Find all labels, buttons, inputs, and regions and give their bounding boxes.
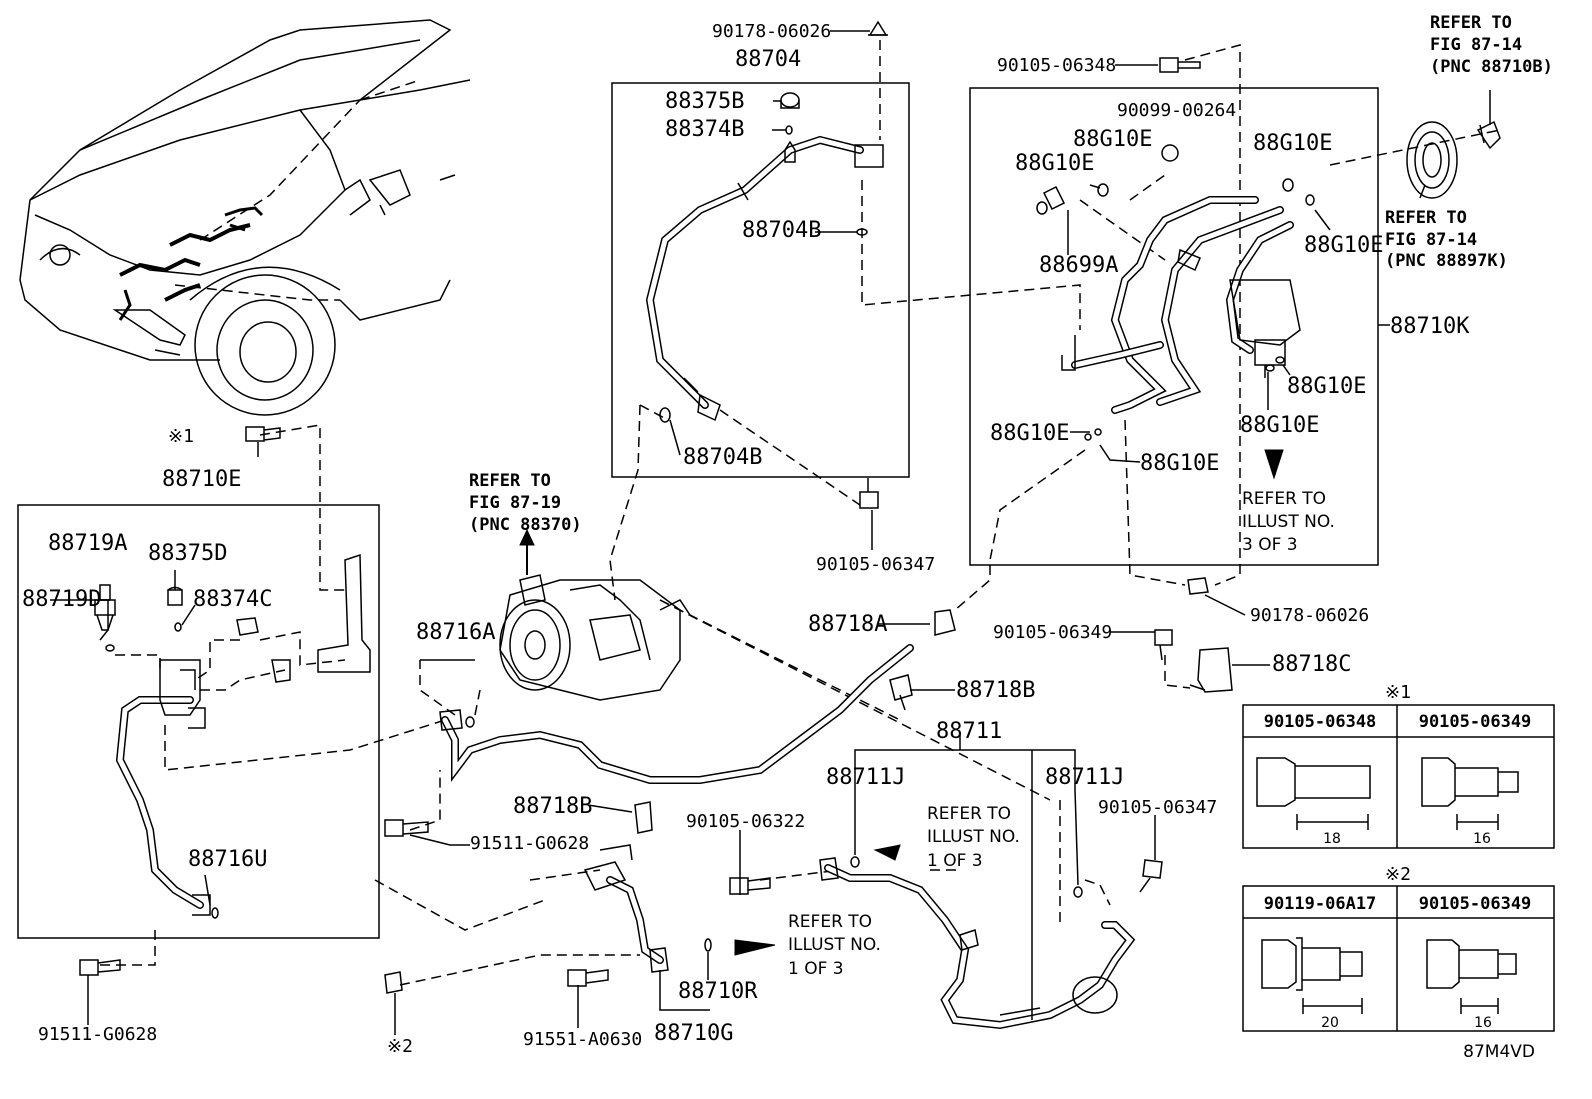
refer-ill3-line2: ILLUST NO. [1242,512,1335,532]
mark-2: ※2 [387,1036,413,1057]
label-88G10E-7: 88G10E [990,421,1069,446]
table-2-dim1: 20 [1321,1015,1339,1031]
label-88375B: 88375B [665,89,744,114]
label-88710R: 88710R [678,979,758,1004]
label-88G10E-6: 88G10E [1240,413,1319,438]
box-88710K [969,87,1379,566]
box-88704 [611,82,910,478]
label-88718C: 88718C [1272,652,1351,677]
pipe-88711 [734,844,1136,1030]
label-88711J-a: 88711J [826,765,905,790]
refer-8719-line2: FIG 87-19 [469,493,561,513]
refer-8719-line1: REFER TO [469,471,551,491]
refer-ill3-line1: REFER TO [1242,489,1326,509]
clamps [634,577,1233,834]
label-90105-06349: 90105-06349 [993,622,1112,643]
refer-8714a-line2: FIG 87-14 [1430,35,1522,55]
figure-code: 87M4VD [1463,1042,1535,1062]
label-88G10E-2: 88G10E [1015,151,1094,176]
box-88710E [17,504,380,939]
refer-ill1a-line1: REFER TO [927,804,1011,824]
hose-88704 [645,20,888,423]
label-88718B-a: 88718B [956,678,1035,703]
label-90105-06347-a: 90105-06347 [816,554,935,575]
table-2: ※2 90119-06A17 90105-06349 20 16 [1242,864,1555,1032]
label-88704B-a: 88704B [742,218,821,243]
table-1-mark: ※1 [1385,682,1411,703]
dust-cover [1406,120,1501,199]
label-91511-G0628-a: 91511-G0628 [470,833,589,854]
refer-8714b-line3: (PNC 88897K) [1385,251,1508,271]
table-1-col1: 90105-06348 [1264,712,1377,732]
refer-notes: REFER TO FIG 87-14 (PNC 88710B) REFER TO… [469,13,1553,979]
label-88718A: 88718A [808,612,887,637]
table-2-col2: 90105-06349 [1419,894,1532,914]
compressor [499,528,691,701]
label-88711: 88711 [936,719,1002,744]
leader-lines [100,40,1501,986]
bolts [79,57,1201,994]
label-88375D: 88375D [148,541,227,566]
label-88716A: 88716A [416,620,495,645]
label-88699A: 88699A [1039,253,1118,278]
label-88G10E-5: 88G10E [1287,374,1366,399]
label-90178-06026-b: 90178-06026 [1250,605,1369,626]
label-88704: 88704 [735,47,801,72]
refer-ill1b-line2: ILLUST NO. [788,935,881,955]
label-88374C: 88374C [193,587,272,612]
label-88710E: 88710E [162,467,241,492]
table-2-col1: 90119-06A17 [1264,894,1377,914]
table-1-dim1: 18 [1323,831,1341,847]
refer-8714a-line3: (PNC 88710B) [1430,57,1553,77]
table-1-dim2: 16 [1473,831,1491,847]
label-88G10E-8: 88G10E [1140,451,1219,476]
label-90099-00264: 90099-00264 [1117,100,1236,121]
mark-1: ※1 [168,426,194,447]
table-1: ※1 90105-06348 90105-06349 18 16 [1242,682,1555,849]
label-88704B-b: 88704B [683,445,762,470]
label-88716U: 88716U [188,847,267,872]
refer-ill1a-line3: 1 OF 3 [927,851,983,871]
table-2-mark: ※2 [1385,864,1411,885]
part-labels: 90178-06026 88704 88375B 88374B 88704B 8… [22,21,1535,1062]
label-88719A: 88719A [48,531,127,556]
label-88G10E-1: 88G10E [1073,127,1152,152]
label-88710G: 88710G [654,1021,733,1046]
refer-8714b-line1: REFER TO [1385,208,1467,228]
label-90105-06322: 90105-06322 [686,811,805,832]
label-88G10E-3: 88G10E [1253,131,1332,156]
refer-8714a-line1: REFER TO [1430,13,1512,33]
refer-ill1b-line1: REFER TO [788,912,872,932]
pipe-88716A [439,644,914,784]
refer-8719-line3: (PNC 88370) [469,515,582,535]
label-91551-A0630: 91551-A0630 [523,1029,642,1050]
label-90178-06026-top: 90178-06026 [712,21,831,42]
refer-ill1b-line3: 1 OF 3 [788,959,844,979]
label-91511-G0628-b: 91511-G0628 [38,1024,157,1045]
vehicle-illustration [19,19,471,416]
parts-88710E [94,553,371,919]
solid-leaders [50,30,1491,1035]
label-88374B: 88374B [665,117,744,142]
bracket-88710G [583,844,712,973]
label-88718B-b: 88718B [513,794,592,819]
label-88711J-b: 88711J [1045,765,1124,790]
label-90105-06347-b: 90105-06347 [1098,797,1217,818]
refer-ill1a-line2: ILLUST NO. [927,827,1020,847]
label-88G10E-4: 88G10E [1304,233,1383,258]
table-1-col2: 90105-06349 [1419,712,1532,732]
refer-ill3-line3: 3 OF 3 [1242,535,1298,555]
label-90105-06348: 90105-06348 [997,55,1116,76]
refer-8714b-line2: FIG 87-14 [1385,230,1477,250]
label-88710K: 88710K [1390,314,1470,339]
table-2-dim2: 16 [1474,1015,1492,1031]
label-88719D: 88719D [22,587,101,612]
hose-88710K [1036,144,1315,480]
